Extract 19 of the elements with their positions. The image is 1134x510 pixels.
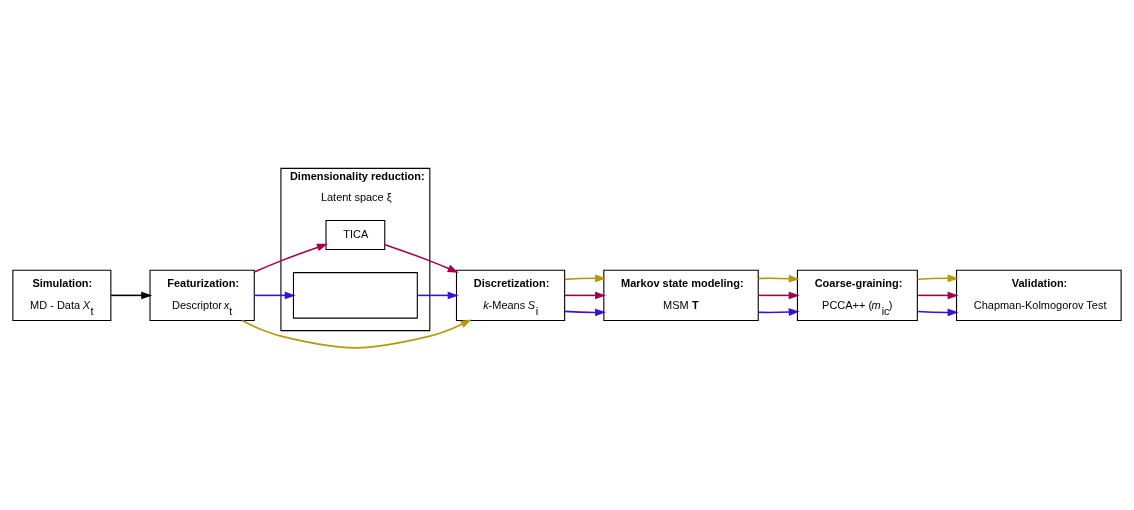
arrow [757,308,800,316]
arrow [253,243,328,273]
node-box: Markov state modeling: MSM T [603,269,759,321]
arrow [757,274,800,283]
arrow [916,291,959,300]
arrow [241,319,472,349]
arrow [564,291,607,300]
arrow [564,274,607,283]
arrow [916,308,959,317]
node-box: TICA [325,220,386,251]
arrow [253,291,296,300]
arrow [757,291,800,300]
arrow [916,274,959,283]
arrow [110,291,153,300]
arrow [564,308,607,317]
node-box [292,272,418,319]
node-box: Validation: Chapman-Kolmogorov Test [956,269,1122,321]
arrow [384,243,459,273]
arrow [416,291,459,300]
